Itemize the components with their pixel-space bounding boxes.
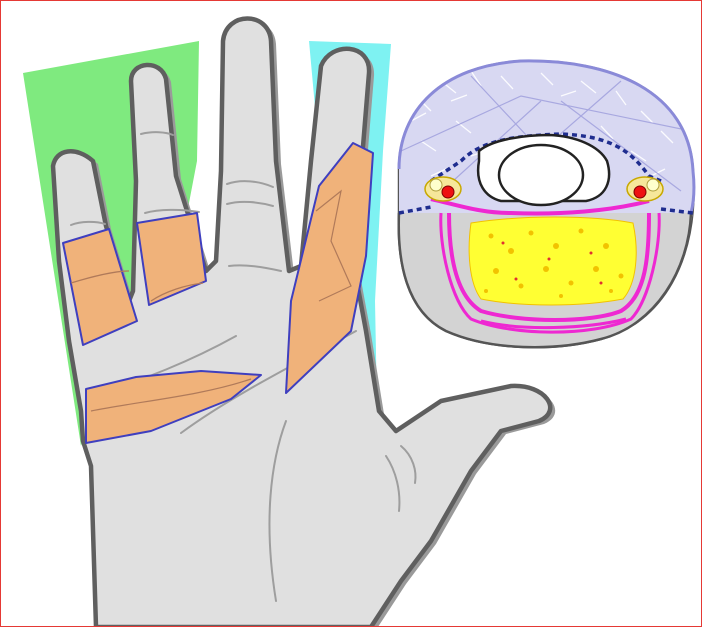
digital-artery — [442, 186, 454, 198]
phalanx-bone — [499, 145, 583, 205]
digital-nerve — [430, 179, 442, 191]
neurovascular-bundle-left — [425, 177, 461, 201]
finger-cross-section — [391, 56, 701, 353]
digital-artery — [634, 186, 646, 198]
digital-nerve — [647, 179, 659, 191]
neurovascular-bundle-right — [627, 177, 663, 201]
